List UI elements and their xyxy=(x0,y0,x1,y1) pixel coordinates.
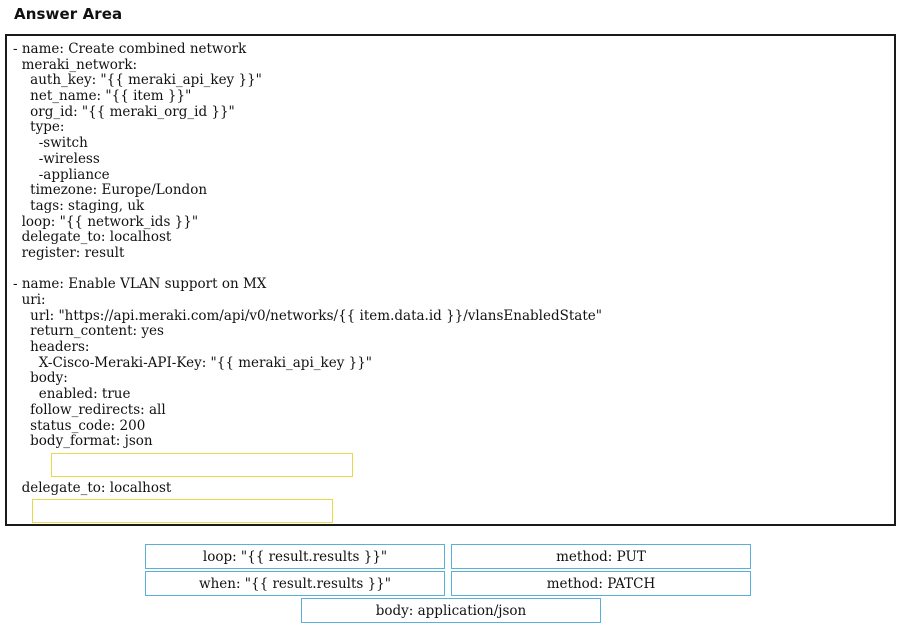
code-line: enabled: true xyxy=(13,386,131,403)
code-line: headers: xyxy=(13,339,90,356)
code-line: type: xyxy=(13,119,65,136)
answer-area-title: Answer Area xyxy=(14,5,123,23)
code-line: follow_redirects: all xyxy=(13,401,166,418)
code-line: delegate_to: localhost xyxy=(13,229,172,246)
code-line: return_content: yes xyxy=(13,323,164,340)
code-line: body_format: json xyxy=(13,433,153,450)
option-body-application-json[interactable]: body: application/json xyxy=(301,598,601,623)
code-line: X-Cisco-Meraki-API-Key: "{{ meraki_api_k… xyxy=(13,354,372,371)
code-line: -appliance xyxy=(13,166,110,183)
option-method-patch[interactable]: method: PATCH xyxy=(451,571,751,596)
code-line: delegate_to: localhost xyxy=(13,480,172,497)
code-answer-area: - name: Create combined network meraki_n… xyxy=(5,34,896,526)
option-method-put[interactable]: method: PUT xyxy=(451,544,751,569)
code-line: org_id: "{{ meraki_org_id }}" xyxy=(13,103,235,120)
code-line: url: "https://api.meraki.com/api/v0/netw… xyxy=(13,307,602,324)
answer-drop-slot-2[interactable] xyxy=(32,499,333,523)
code-line: tags: staging, uk xyxy=(13,197,145,214)
code-line: loop: "{{ network_ids }}" xyxy=(13,213,199,230)
code-line: -switch xyxy=(13,135,88,152)
code-line: body: xyxy=(13,370,68,387)
code-line: -wireless xyxy=(13,150,100,167)
code-line: timezone: Europe/London xyxy=(13,182,208,199)
code-line: meraki_network: xyxy=(13,56,138,73)
code-line: auth_key: "{{ meraki_api_key }}" xyxy=(13,72,262,89)
code-line: uri: xyxy=(13,292,46,308)
code-block: - name: Create combined network meraki_n… xyxy=(13,41,602,497)
code-line: register: result xyxy=(13,244,125,261)
code-line xyxy=(13,262,602,278)
code-line: net_name: "{{ item }}" xyxy=(13,88,192,105)
option-when-result-results[interactable]: when: "{{ result.results }}" xyxy=(145,571,445,596)
code-line: status_code: 200 xyxy=(13,417,146,434)
answer-drop-slot-1[interactable] xyxy=(51,453,353,477)
option-loop-result-results[interactable]: loop: "{{ result.results }}" xyxy=(145,544,445,569)
code-line: - name: Create combined network xyxy=(13,41,247,57)
code-line: - name: Enable VLAN support on MX xyxy=(13,276,267,293)
